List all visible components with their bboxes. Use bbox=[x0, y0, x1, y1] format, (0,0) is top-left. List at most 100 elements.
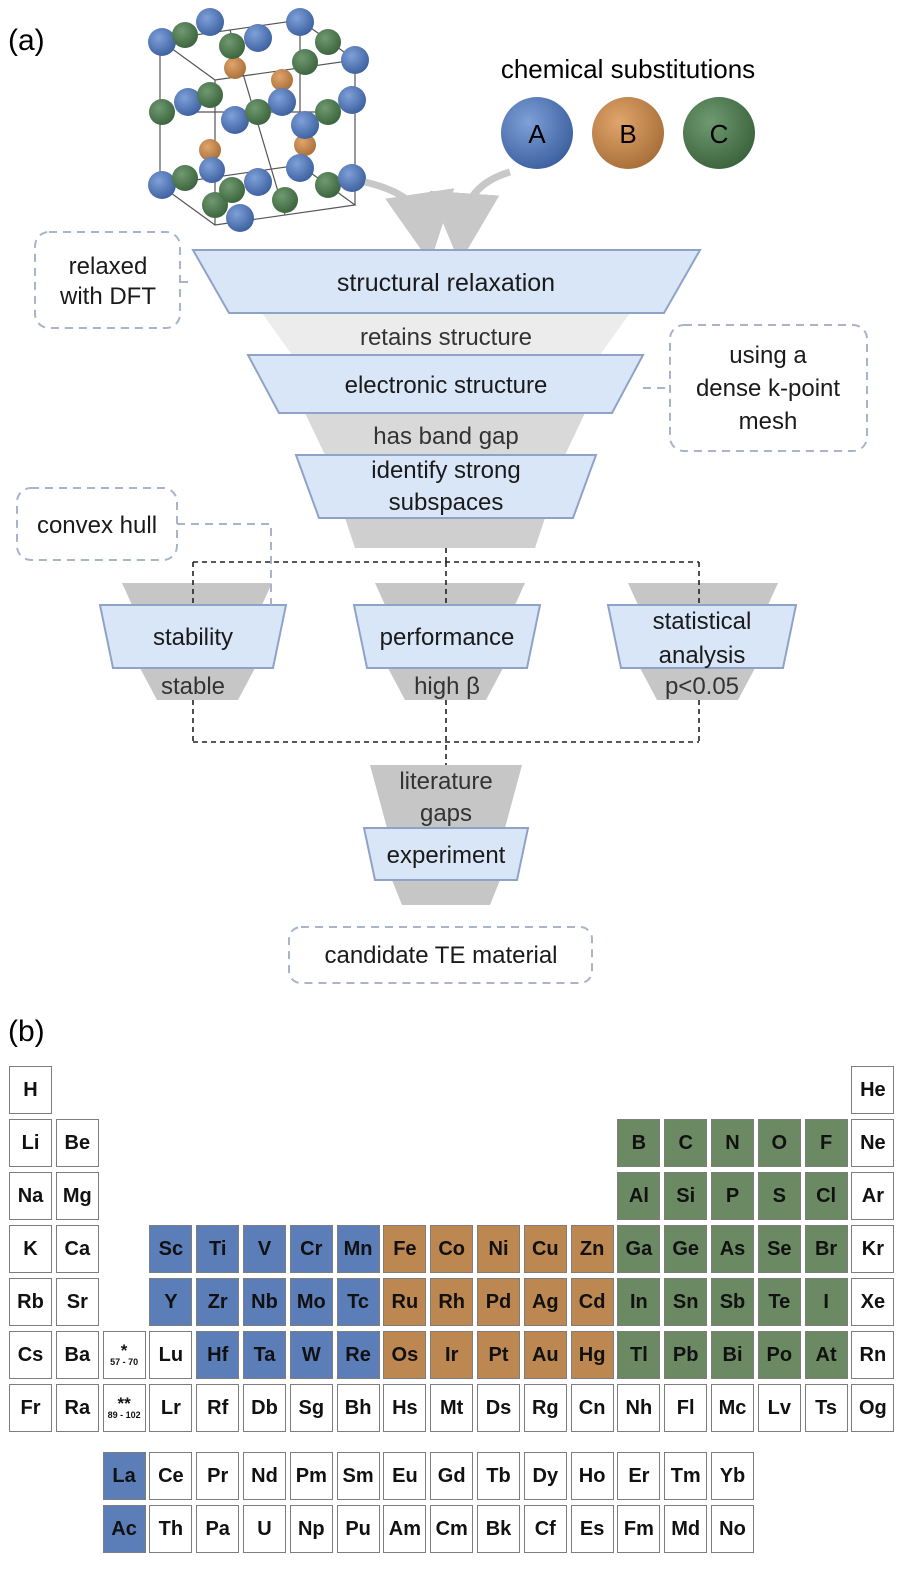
element-n: N bbox=[711, 1119, 754, 1167]
element-fm: Fm bbox=[617, 1505, 661, 1553]
element-po: Po bbox=[757, 1331, 801, 1379]
result-label: candidate TE material bbox=[324, 942, 557, 969]
element-o: O bbox=[757, 1119, 801, 1167]
filter-p-label: p<0.05 bbox=[665, 673, 739, 700]
element-li: Li bbox=[9, 1119, 52, 1167]
element-cr: Cr bbox=[289, 1225, 333, 1273]
stage-subspaces-line2: subspaces bbox=[389, 489, 504, 516]
actinide-note-star: ** bbox=[117, 1393, 131, 1413]
element-mn: Mn bbox=[336, 1225, 380, 1273]
element-bh: Bh bbox=[336, 1384, 380, 1432]
element-k: K bbox=[9, 1225, 52, 1273]
element-u: U bbox=[243, 1505, 286, 1553]
element-re: Re bbox=[336, 1331, 380, 1379]
species-a-letter: A bbox=[528, 119, 546, 149]
species-b-icon bbox=[592, 97, 664, 169]
element-er: Er bbox=[617, 1452, 661, 1500]
element-mg: Mg bbox=[55, 1172, 99, 1220]
arrow-structure-icon bbox=[364, 178, 455, 263]
element-bi: Bi bbox=[711, 1331, 754, 1379]
element-pm: Pm bbox=[289, 1452, 333, 1500]
element-nb: Nb bbox=[243, 1278, 286, 1326]
element-ni: Ni bbox=[477, 1225, 520, 1273]
element-c: C bbox=[664, 1119, 708, 1167]
element-al: Al bbox=[617, 1172, 661, 1220]
element-np: Np bbox=[289, 1505, 333, 1553]
element-ta: Ta bbox=[243, 1331, 286, 1379]
note-kpoint-box bbox=[669, 324, 868, 452]
element-pr: Pr bbox=[196, 1452, 240, 1500]
element-si: Si bbox=[664, 1172, 708, 1220]
element-sm: Sm bbox=[336, 1452, 380, 1500]
element-hg: Hg bbox=[570, 1331, 614, 1379]
element-gd: Gd bbox=[430, 1452, 474, 1500]
element-ir: Ir bbox=[430, 1331, 474, 1379]
actinide-note-range: 89 - 102 bbox=[107, 1409, 141, 1420]
element-os: Os bbox=[383, 1331, 427, 1379]
element-hf: Hf bbox=[196, 1331, 240, 1379]
element-v: V bbox=[243, 1225, 286, 1273]
element-ne: Ne bbox=[851, 1119, 895, 1167]
element-cm: Cm bbox=[430, 1505, 474, 1553]
note-kpoint-line2: dense k-point bbox=[696, 375, 840, 402]
filter-literature-line1: literature bbox=[399, 768, 492, 795]
element-rb: Rb bbox=[9, 1278, 52, 1326]
element-sc: Sc bbox=[149, 1225, 193, 1273]
element-be: Be bbox=[55, 1119, 99, 1167]
element-ce: Ce bbox=[149, 1452, 193, 1500]
element-tl: Tl bbox=[617, 1331, 661, 1379]
substitutions-title: chemical substitutions bbox=[501, 54, 755, 84]
element-kr: Kr bbox=[851, 1225, 895, 1273]
element-ba: Ba bbox=[55, 1331, 99, 1379]
element-cf: Cf bbox=[523, 1505, 567, 1553]
element-p: P bbox=[711, 1172, 754, 1220]
element-ca: Ca bbox=[55, 1225, 99, 1273]
element-sr: Sr bbox=[55, 1278, 99, 1326]
element-tc: Tc bbox=[336, 1278, 380, 1326]
element-cd: Cd bbox=[570, 1278, 614, 1326]
element-db: Db bbox=[243, 1384, 286, 1432]
element-sb: Sb bbox=[711, 1278, 754, 1326]
element-ds: Ds bbox=[477, 1384, 520, 1432]
filter-retains-label: retains structure bbox=[360, 324, 532, 351]
stage-identify-subspaces bbox=[294, 454, 598, 519]
element-he: He bbox=[851, 1066, 895, 1114]
panel-a-label: (a) bbox=[8, 24, 45, 57]
element-ge: Ge bbox=[664, 1225, 708, 1273]
element-mt: Mt bbox=[430, 1384, 474, 1432]
note-kpoint-line3: mesh bbox=[739, 408, 798, 435]
note-relaxed-line2: with DFT bbox=[59, 283, 156, 310]
species-a-icon bbox=[501, 97, 573, 169]
note-hull-label: convex hull bbox=[37, 512, 157, 539]
element-th: Th bbox=[149, 1505, 193, 1553]
result-box bbox=[288, 926, 593, 984]
element-b: B bbox=[617, 1119, 661, 1167]
element-ra: Ra bbox=[55, 1384, 99, 1432]
element-og: Og bbox=[851, 1384, 895, 1432]
element-lv: Lv bbox=[757, 1384, 801, 1432]
element-ti: Ti bbox=[196, 1225, 240, 1273]
element-md: Md bbox=[664, 1505, 708, 1553]
element-pd: Pd bbox=[477, 1278, 520, 1326]
element-fe: Fe bbox=[383, 1225, 427, 1273]
element-te: Te bbox=[757, 1278, 801, 1326]
element-at: At bbox=[804, 1331, 848, 1379]
stage-subspaces-line1: identify strong bbox=[371, 457, 520, 484]
stage-structural-relaxation bbox=[191, 249, 702, 314]
stage-electronic-structure bbox=[246, 354, 645, 414]
species-c-icon bbox=[683, 97, 755, 169]
element-h: H bbox=[9, 1066, 52, 1114]
element-tb: Tb bbox=[477, 1452, 520, 1500]
element-lu: Lu bbox=[149, 1331, 193, 1379]
element-es: Es bbox=[570, 1505, 614, 1553]
note-relaxed-line1: relaxed bbox=[69, 253, 148, 280]
element-ru: Ru bbox=[383, 1278, 427, 1326]
element-nd: Nd bbox=[243, 1452, 286, 1500]
element-as: As bbox=[711, 1225, 754, 1273]
element-ts: Ts bbox=[804, 1384, 848, 1432]
filter-beta-label: high β bbox=[414, 673, 480, 700]
element-i: I bbox=[804, 1278, 848, 1326]
element-yb: Yb bbox=[711, 1452, 754, 1500]
element-fr: Fr bbox=[9, 1384, 52, 1432]
